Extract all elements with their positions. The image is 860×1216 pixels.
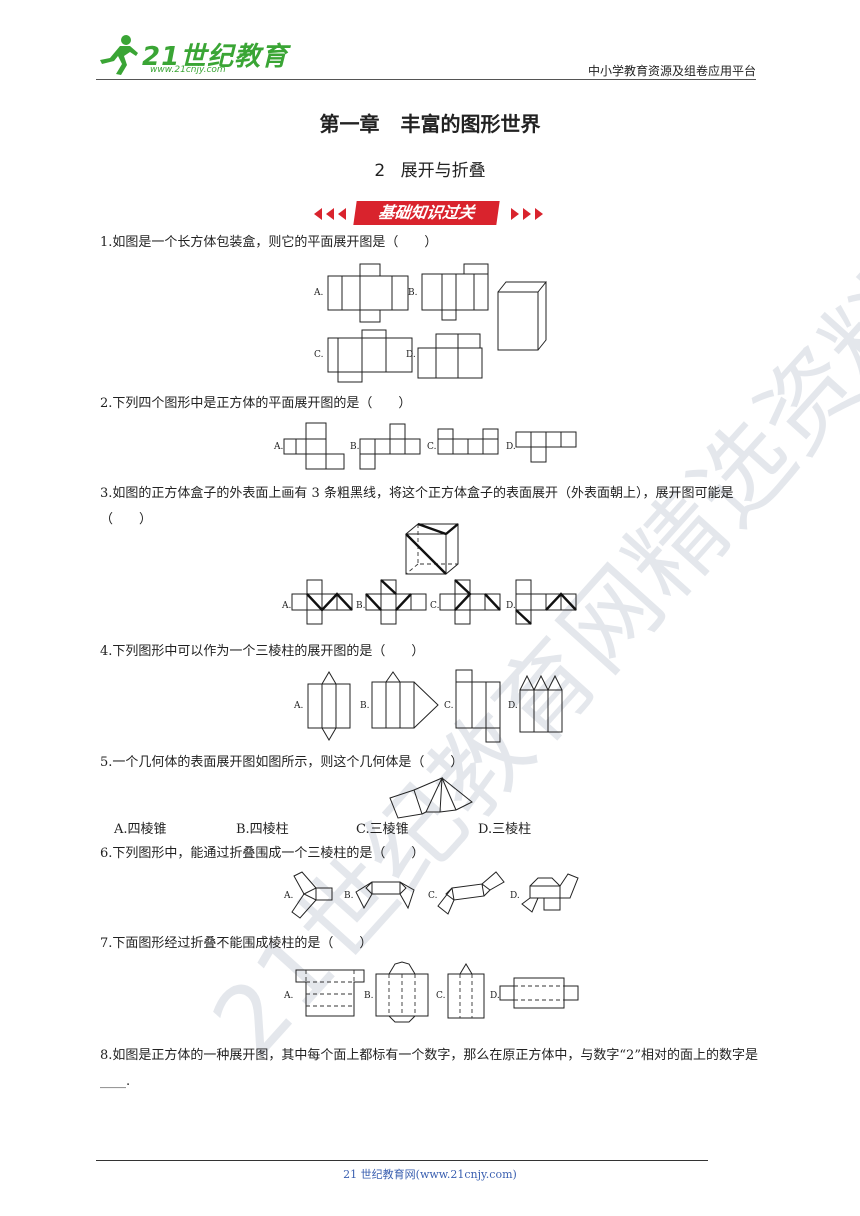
q3-option-b-label: B.: [356, 601, 366, 611]
q7-option-d-label: D.: [490, 991, 500, 1001]
q1-net-a: [327, 263, 409, 323]
q7-net-a: [295, 969, 365, 1017]
q6-option-c-label: C.: [428, 891, 438, 901]
q6-net-b: [355, 881, 415, 910]
q1-option-b-label: B.: [408, 288, 418, 298]
question-8-text: 8.如图是正方体的一种展开图，其中每个面上都标有一个数字，那么在原正方体中，与数…: [100, 1048, 758, 1089]
q3-option-c-label: C.: [430, 601, 440, 611]
q4-option-c-label: C.: [444, 701, 454, 711]
q4-option-d-label: D.: [508, 701, 518, 711]
question-5-text: 5.一个几何体的表面展开图如图所示，则这个几何体是（ ）: [100, 755, 464, 770]
q7-option-c-label: C.: [436, 991, 446, 1001]
q5-option-d: D.三棱柱: [478, 822, 532, 837]
q2-option-d-label: D.: [506, 442, 516, 452]
q6-net-c: [437, 871, 505, 915]
q2-option-b-label: B.: [350, 442, 360, 452]
q2-net-c: [437, 428, 499, 455]
question-3-text: 3.如图的正方体盒子的外表面上画有 3 条粗黑线，将这个正方体盒子的表面展开（外…: [100, 486, 734, 527]
q1-net-b: [421, 263, 489, 321]
q7-option-b-label: B.: [364, 991, 374, 1001]
q1-option-a-label: A.: [313, 288, 323, 298]
section-title: 2 展开与折叠: [374, 161, 486, 181]
q7-figure: A. B. C. D.: [283, 961, 579, 1023]
footer-rule: [96, 1160, 708, 1161]
q7-net-d: [499, 977, 579, 1009]
q2-option-c-label: C.: [427, 442, 437, 452]
q3-net-a: [291, 579, 353, 625]
platform-name: 中小学教育资源及组卷应用平台: [587, 64, 756, 78]
question-1-text: 1.如图是一个长方体包装盒，则它的平面展开图是（ ）: [100, 235, 438, 250]
q3-net-d: [515, 579, 577, 625]
q7-net-b: [375, 961, 429, 1023]
q1-option-d-label: D.: [406, 350, 416, 360]
banner-label: 基础知识过关: [353, 201, 500, 225]
q2-net-a: [283, 422, 345, 470]
right-arrows-icon: [511, 208, 543, 220]
q2-net-d: [515, 431, 577, 463]
q5-figure: [389, 777, 473, 819]
q6-option-b-label: B.: [344, 891, 354, 901]
q3-option-a-label: A.: [281, 601, 291, 611]
q3-cube: [405, 522, 459, 575]
q7-net-c: [447, 963, 485, 1019]
q1-cuboid: [497, 281, 548, 351]
header-rule: [96, 79, 756, 80]
question-6-text: 6.下列图形中，能通过折叠围成一个三棱柱的是（ ）: [100, 846, 425, 861]
runner-logo-icon: [100, 35, 138, 75]
q1-option-c-label: C.: [314, 350, 324, 360]
q6-net-a: [291, 871, 333, 919]
q4-net-a: [307, 671, 351, 741]
q1-net-c: [327, 329, 413, 383]
footer-text: 21 世纪教育网(www.21cnjy.com): [343, 1168, 517, 1181]
q5-option-c: C.三棱锥: [356, 822, 409, 837]
q3-net-c: [439, 579, 501, 625]
question-4-text: 4.下列图形中可以作为一个三棱柱的展开图的是（ ）: [100, 644, 425, 659]
logo-url: www.21cnjy.com: [150, 65, 226, 75]
q5-option-b: B.四棱柱: [236, 822, 289, 837]
q4-option-a-label: A.: [293, 701, 303, 711]
question-2-text: 2.下列四个图形中是正方体的平面展开图的是（ ）: [100, 396, 412, 411]
left-arrows-icon: [314, 208, 346, 220]
q1-figure: A. B. C. D.: [313, 263, 548, 383]
q7-option-a-label: A.: [283, 991, 293, 1001]
q2-net-b: [359, 423, 421, 470]
q4-figure: A. B. C. D.: [293, 669, 563, 743]
q6-option-a-label: A.: [283, 891, 293, 901]
q1-net-d: [417, 333, 483, 379]
q4-option-b-label: B.: [360, 701, 370, 711]
q2-figure: A. B. C. D.: [273, 422, 577, 470]
q2-option-a-label: A.: [273, 442, 283, 452]
q6-net-d: [521, 873, 579, 913]
q3-figure: A. B. C. D.: [281, 579, 577, 625]
q4-net-c: [455, 669, 501, 743]
question-7-text: 7.下面图形经过折叠不能围成棱柱的是（ ）: [100, 936, 373, 951]
q6-option-d-label: D.: [510, 891, 520, 901]
q4-net-d: [519, 674, 563, 733]
q4-net-b: [371, 671, 439, 729]
q6-figure: A. B. C. D.: [283, 871, 579, 919]
q3-option-d-label: D.: [506, 601, 516, 611]
q5-option-a: A.四棱锥: [114, 822, 167, 837]
chapter-title: 第一章 丰富的图形世界: [319, 112, 541, 136]
q3-net-b: [365, 579, 427, 625]
logo-text: 21世纪教育: [142, 42, 289, 72]
